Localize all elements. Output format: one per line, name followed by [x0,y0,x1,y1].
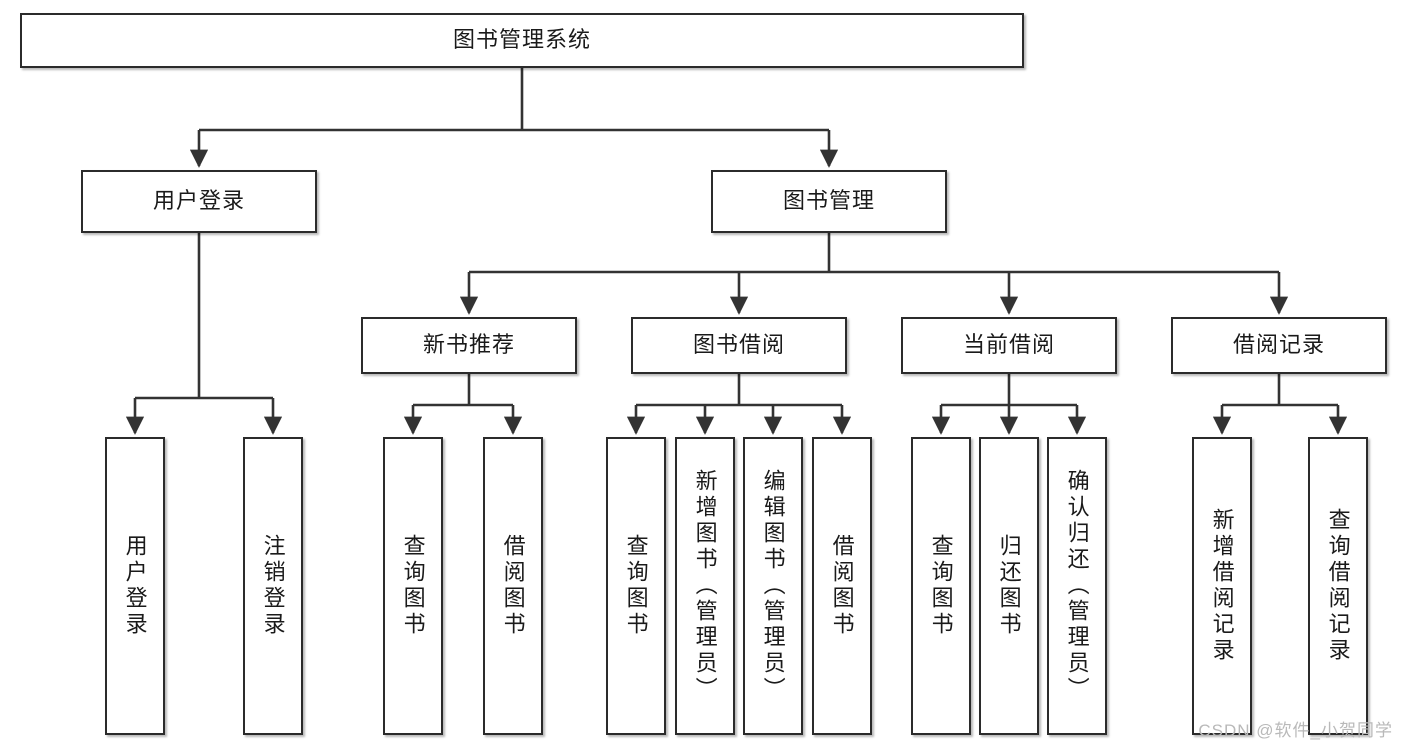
node-leaf-add-book-label: 新增图书（管理员） [692,469,718,703]
node-leaf-query-book-3-label: 查询图书 [928,534,954,638]
node-leaf-borrow-book-2-label: 借阅图书 [829,534,855,638]
node-leaf-logout[interactable]: 注销登录 [243,437,303,735]
node-leaf-query-book-1[interactable]: 查询图书 [383,437,443,735]
node-leaf-add-book[interactable]: 新增图书（管理员） [675,437,735,735]
node-leaf-query-book-2-label: 查询图书 [623,534,649,638]
node-leaf-query-book-2[interactable]: 查询图书 [606,437,666,735]
node-leaf-user-login[interactable]: 用户登录 [105,437,165,735]
node-book-manage-label: 图书管理 [782,188,875,214]
node-leaf-logout-label: 注销登录 [260,534,286,638]
node-leaf-query-record[interactable]: 查询借阅记录 [1308,437,1368,735]
node-new-book-recommend[interactable]: 新书推荐 [361,317,577,374]
node-leaf-return-book-label: 归还图书 [996,534,1022,638]
node-leaf-borrow-book-1[interactable]: 借阅图书 [483,437,543,735]
node-current-borrow-label: 当前借阅 [962,332,1055,358]
node-leaf-edit-book-label: 编辑图书（管理员） [760,469,786,703]
node-leaf-borrow-book-2[interactable]: 借阅图书 [812,437,872,735]
node-book-borrow[interactable]: 图书借阅 [631,317,847,374]
node-root-label: 图书管理系统 [452,27,591,53]
node-root[interactable]: 图书管理系统 [20,13,1024,68]
node-leaf-query-book-3[interactable]: 查询图书 [911,437,971,735]
node-leaf-add-record-label: 新增借阅记录 [1209,508,1235,664]
node-borrow-record-label: 借阅记录 [1232,332,1325,358]
node-new-book-recommend-label: 新书推荐 [422,332,515,358]
node-leaf-query-book-1-label: 查询图书 [400,534,426,638]
node-leaf-edit-book[interactable]: 编辑图书（管理员） [743,437,803,735]
node-book-borrow-label: 图书借阅 [692,332,785,358]
node-user-login[interactable]: 用户登录 [81,170,317,233]
node-leaf-user-login-label: 用户登录 [122,534,148,638]
node-leaf-confirm-return-label: 确认归还（管理员） [1064,469,1090,703]
node-user-login-label: 用户登录 [152,188,245,214]
node-leaf-add-record[interactable]: 新增借阅记录 [1192,437,1252,735]
node-leaf-confirm-return[interactable]: 确认归还（管理员） [1047,437,1107,735]
node-leaf-query-record-label: 查询借阅记录 [1325,508,1351,664]
node-borrow-record[interactable]: 借阅记录 [1171,317,1387,374]
node-book-manage[interactable]: 图书管理 [711,170,947,233]
watermark: CSDN @软件_小贺同学 [1198,721,1393,740]
node-current-borrow[interactable]: 当前借阅 [901,317,1117,374]
node-leaf-borrow-book-1-label: 借阅图书 [500,534,526,638]
node-leaf-return-book[interactable]: 归还图书 [979,437,1039,735]
